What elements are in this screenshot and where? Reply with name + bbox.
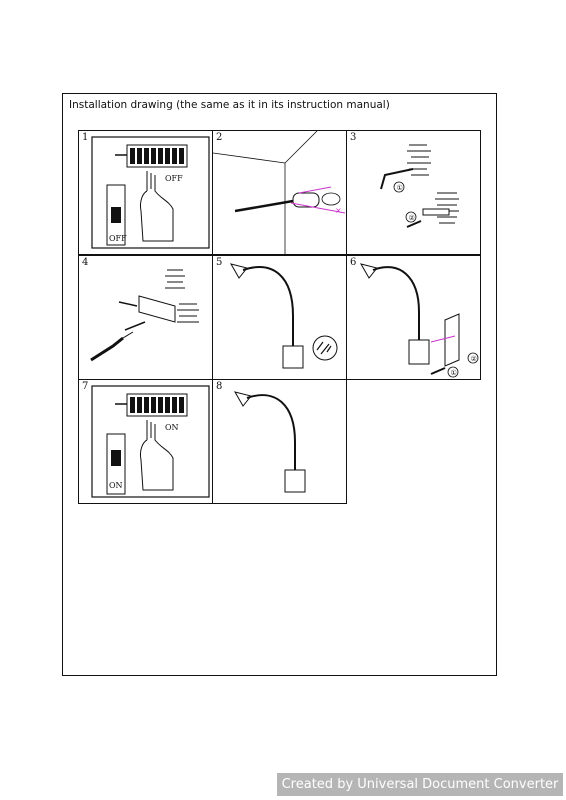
panel-number: 6 (350, 257, 357, 268)
bracket-mounting-illustration (90, 269, 199, 362)
step-marker-2: ② (409, 214, 415, 222)
step-marker-1: ① (451, 369, 457, 377)
panel-8: 8 (212, 379, 347, 504)
installation-frame (62, 93, 497, 676)
panel-5: 5 (212, 255, 347, 380)
installed-lamp-illustration (233, 391, 306, 493)
off-label-breaker: OFF (165, 174, 183, 183)
panel-7: 7 ON ON (78, 379, 213, 504)
panel-1: 1 OFF OFF (78, 130, 213, 255)
panel-number: 3 (350, 132, 357, 143)
document-title: Installation drawing (the same as it in … (69, 99, 390, 111)
breaker-off-illustration: OFF OFF (91, 136, 210, 249)
lamp-fixing-illustration: ② ① (359, 263, 479, 378)
panel-number: 1 (82, 132, 89, 143)
panel-number: 8 (216, 381, 223, 392)
svg-text:×: × (335, 206, 342, 215)
on-label-breaker: ON (165, 423, 179, 432)
drilling-illustration: × (213, 131, 346, 254)
on-label-switch: ON (109, 481, 123, 490)
panel-6: 6 ② ① (346, 255, 481, 380)
breaker-on-illustration: ON ON (91, 385, 210, 498)
lamp-connection-illustration (229, 263, 338, 369)
panel-3: 3 ① ② (346, 130, 481, 255)
off-label-switch: OFF (109, 234, 127, 243)
step-marker-1: ① (397, 184, 403, 192)
panel-number: 5 (216, 257, 223, 268)
converter-watermark-banner: Created by Universal Document Converter (277, 773, 563, 796)
panel-number: 2 (216, 132, 223, 143)
step-marker-2: ② (471, 355, 477, 363)
panel-4: 4 (78, 255, 213, 380)
panel-number: 4 (82, 257, 89, 268)
panel-2: 2 × (212, 130, 347, 255)
panel-number: 7 (82, 381, 89, 392)
wall-anchor-illustration: ① ② (380, 144, 459, 228)
